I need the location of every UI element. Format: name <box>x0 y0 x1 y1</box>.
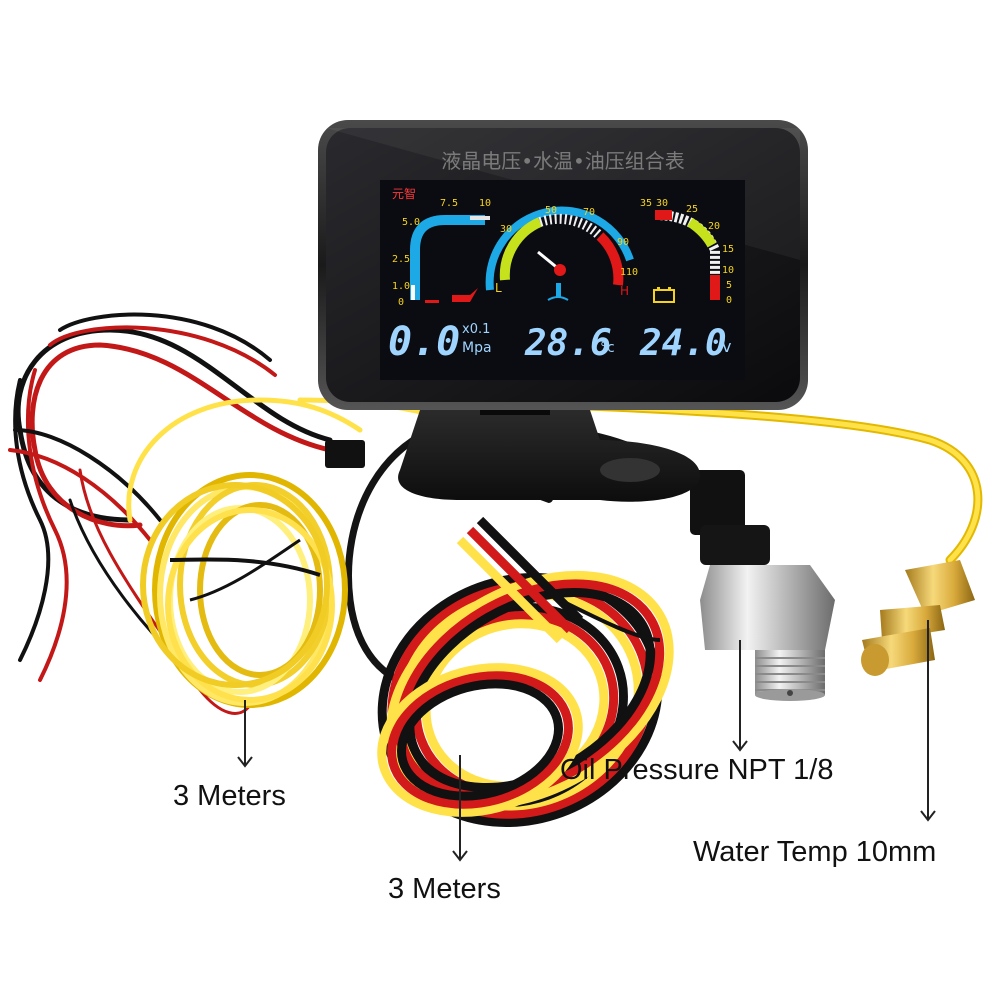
left-yellow-cable-coil <box>140 472 348 708</box>
temp-tick-70: 70 <box>583 207 595 218</box>
oil-tick-1-0: 1.0 <box>392 281 410 292</box>
volt-tick-10: 10 <box>722 265 734 276</box>
gauge-title: 液晶电压•水温•油压组合表 <box>441 149 685 173</box>
voltage-scale <box>654 210 720 300</box>
temp-high-marker: H <box>620 284 629 298</box>
volt-tick-30: 30 <box>656 198 668 209</box>
volt-tick-25: 25 <box>686 204 698 215</box>
voltage-unit: v <box>722 337 731 356</box>
temp-low-marker: L <box>495 281 502 295</box>
oil-tick-5-0: 5.0 <box>402 217 420 228</box>
temp-needle-hub <box>554 264 566 276</box>
oil-pressure-scale-factor: x0.1 <box>462 322 490 337</box>
water-sensor-label: Water Temp 10mm <box>693 836 937 868</box>
oil-can-icon <box>452 288 478 302</box>
center-striped-cable-coil <box>377 516 674 828</box>
temp-tick-30: 30 <box>500 224 512 235</box>
temp-tick-90: 90 <box>617 237 629 248</box>
battery-icon <box>653 287 675 303</box>
center-cable-length-label: 3 Meters <box>388 873 501 905</box>
water-temp-readout: 28.6 <box>524 323 612 364</box>
volt-tick-15: 15 <box>722 244 734 255</box>
oil-pressure-readout: 0.0 <box>388 319 460 365</box>
oil-pressure-unit: Mpa <box>462 340 492 356</box>
volt-tick-5: 5 <box>726 280 732 291</box>
water-temp-sensor <box>861 560 975 676</box>
oil-tick-0: 0 <box>398 297 404 308</box>
left-cable-length-label: 3 Meters <box>173 780 286 812</box>
callout-arrows <box>237 620 936 862</box>
voltage-readout: 24.0 <box>639 323 727 364</box>
oil-pressure-sensor <box>700 525 835 701</box>
oil-tick-2-5: 2.5 <box>392 254 410 265</box>
oil-tick-7-5: 7.5 <box>440 198 458 209</box>
temp-tick-50: 50 <box>545 205 557 216</box>
oil-sensor-label: Oil Pressure NPT 1/8 <box>560 754 834 786</box>
thermometer-icon <box>547 283 569 301</box>
volt-tick-0: 0 <box>726 295 732 306</box>
volt-tick-20: 20 <box>708 221 720 232</box>
temp-tick-110: 110 <box>620 267 638 278</box>
oil-tick-10: 10 <box>479 198 491 209</box>
oil-pressure-scale <box>410 215 490 300</box>
brand-logo: 元智 <box>392 186 416 201</box>
water-temp-scale <box>485 206 634 291</box>
water-temp-unit: °c <box>600 340 615 356</box>
volt-tick-35: 35 <box>640 198 652 209</box>
